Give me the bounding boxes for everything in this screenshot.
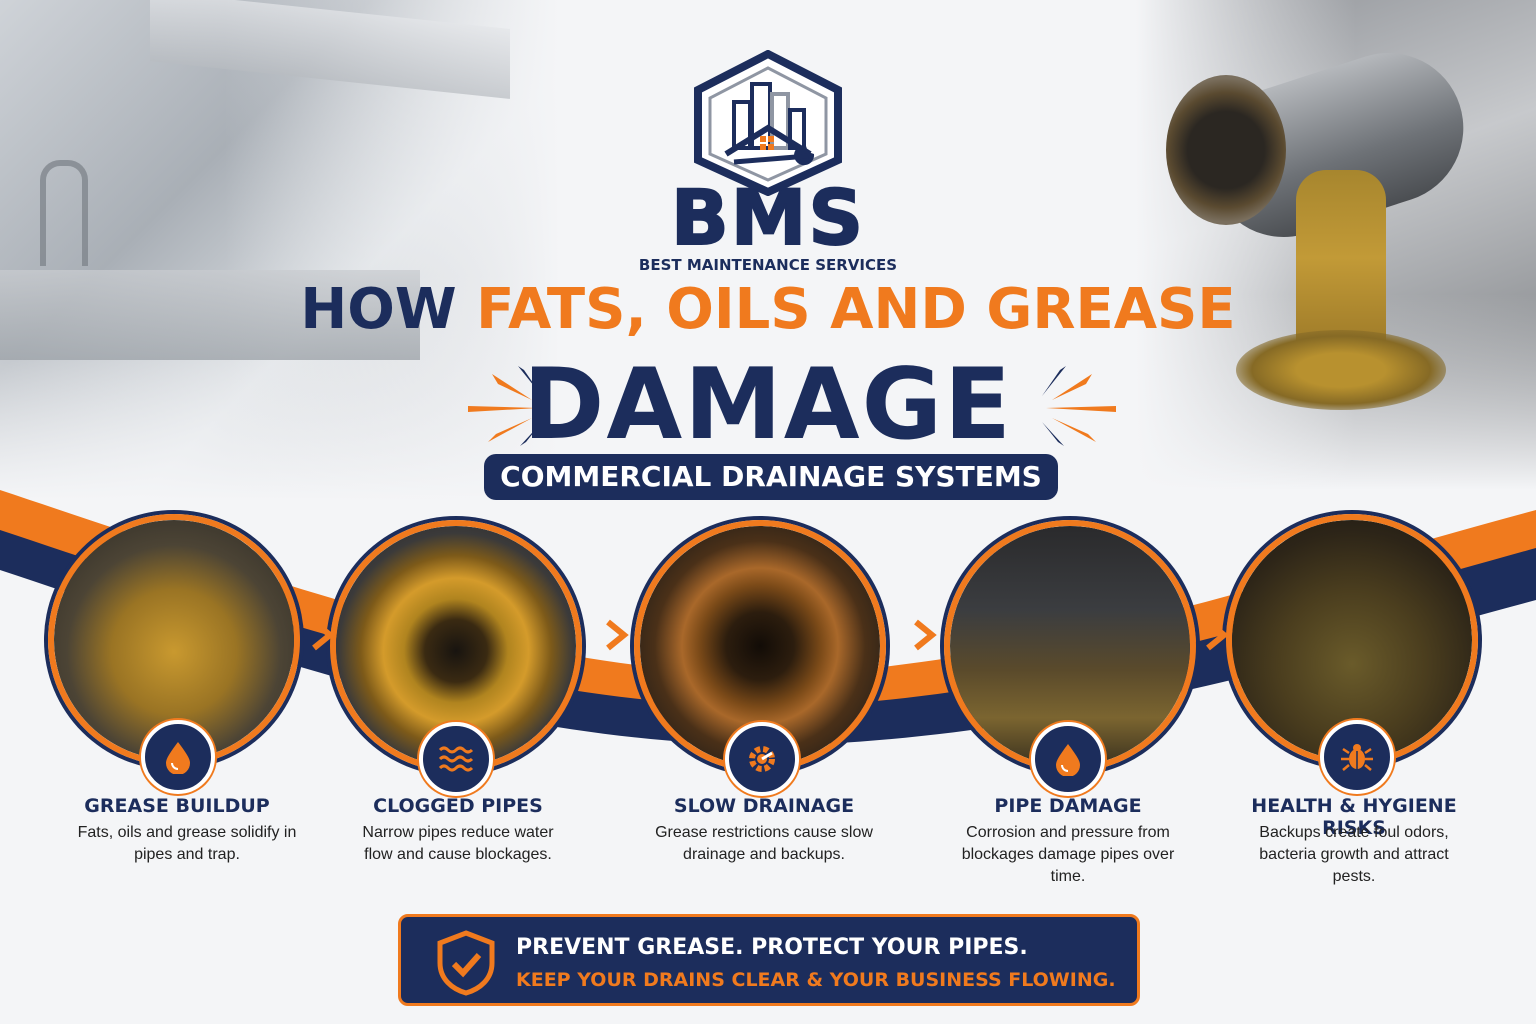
steel-counter bbox=[0, 270, 420, 360]
step-2-title: CLOGGED PIPES bbox=[373, 795, 543, 817]
step-3-description: Grease restrictions cause slow drainage … bbox=[655, 824, 873, 863]
pipe-opening bbox=[1166, 75, 1286, 225]
cta-line-2: KEEP YOUR DRAINS CLEAR & YOUR BUSINESS F… bbox=[516, 969, 1116, 991]
step-1-title: GREASE BUILDUP bbox=[84, 795, 270, 817]
cta-banner: PREVENT GREASE. PROTECT YOUR PIPES. KEEP… bbox=[398, 914, 1140, 1006]
headline-highlight: FATS, OILS AND GREASE bbox=[476, 277, 1236, 342]
waves-icon bbox=[419, 722, 493, 796]
bms-logo-icon bbox=[694, 50, 842, 196]
arrow-right-icon bbox=[1206, 619, 1229, 651]
bug-icon bbox=[1320, 720, 1394, 794]
headline: HOW FATS, OILS AND GREASE bbox=[0, 282, 1536, 338]
brand-name: BMS bbox=[670, 173, 866, 262]
faucet bbox=[40, 160, 88, 266]
arrow-right-icon bbox=[312, 619, 335, 651]
cta-line-1: PREVENT GREASE. PROTECT YOUR PIPES. bbox=[516, 935, 1028, 960]
step-5-description: Backups create foul odors, bacteria grow… bbox=[1259, 824, 1449, 885]
kitchen-background-image bbox=[0, 0, 560, 500]
droplet-icon bbox=[141, 720, 215, 794]
step-2-description: Narrow pipes reduce water flow and cause… bbox=[362, 824, 554, 863]
step-1-description: Fats, oils and grease solidify in pipes … bbox=[77, 824, 297, 863]
gear-icon bbox=[725, 722, 799, 796]
droplet-icon bbox=[1031, 722, 1105, 796]
left-burst-icon bbox=[468, 366, 542, 446]
step-5-image bbox=[1226, 514, 1478, 766]
subtitle-pill: COMMERCIAL DRAINAGE SYSTEMS bbox=[484, 454, 1058, 500]
headline-prefix: HOW bbox=[300, 277, 457, 342]
right-burst-icon bbox=[1042, 366, 1116, 446]
step-1-image bbox=[48, 514, 300, 766]
shield-check-icon bbox=[437, 930, 495, 996]
step-4-title: PIPE DAMAGE bbox=[994, 795, 1142, 817]
headline-main: DAMAGE bbox=[523, 348, 1013, 462]
step-3-title: SLOW DRAINAGE bbox=[673, 795, 855, 817]
grease-pool bbox=[1236, 330, 1446, 410]
step-5-title: HEALTH & HYGIENE RISKS bbox=[1251, 795, 1457, 839]
arrow-right-icon bbox=[914, 619, 937, 651]
arrow-right-icon bbox=[606, 619, 629, 651]
step-4-description: Corrosion and pressure from blockages da… bbox=[961, 824, 1175, 885]
grease-pipe-background-image bbox=[1136, 0, 1536, 490]
brand-subtitle: BEST MAINTENANCE SERVICES bbox=[638, 256, 898, 274]
range-hood bbox=[150, 0, 510, 99]
